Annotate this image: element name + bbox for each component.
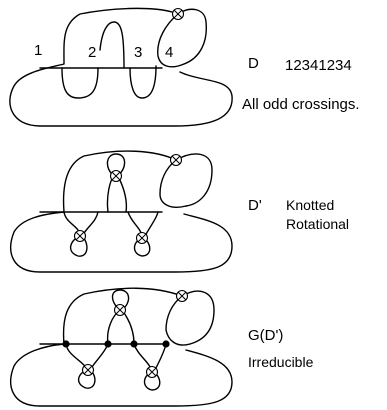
panel-g-virtual-crossing-icon-3 — [81, 363, 95, 377]
panel-d-prime-outer-curve — [10, 150, 233, 273]
panel-g-vertex-dot-4 — [162, 340, 170, 348]
panel-d-note: All odd crossings. — [242, 96, 360, 113]
panel-g-vertex-dot-3 — [130, 340, 138, 348]
panel-d-crossing-number-3: 3 — [134, 44, 142, 61]
panel-g-vertex-dot-1 — [62, 340, 70, 348]
panel-d-prime-line-1: Knotted — [286, 197, 334, 213]
panel-g-label: G(D') — [248, 327, 283, 344]
panel-d-prime-virtual-crossing-icon-1 — [109, 169, 123, 183]
panel-g-outer-curve — [10, 287, 233, 407]
panel-g-virtual-crossing-icon-4 — [145, 365, 159, 379]
panel-d-virtual-crossing-icon — [171, 7, 185, 21]
panel-d-prime-virtual-crossing-icon-3 — [73, 229, 87, 243]
panel-d-lower-loops — [61, 21, 157, 99]
panel-g-upper-loop — [106, 289, 135, 345]
panel-d-gauss-code: 12341234 — [285, 57, 352, 74]
panel-d-crossing-number-2: 2 — [88, 44, 96, 61]
panel-d-prime-lower-loops — [63, 211, 159, 257]
panel-d-prime-virtual-crossing-icon-2 — [169, 153, 183, 167]
panel-d-crossing-number-4: 4 — [165, 44, 173, 61]
panel-d: 1 2 3 4 D 12341234 All odd crossings. — [9, 7, 360, 127]
panel-d-prime-label: D' — [248, 197, 262, 214]
panel-d-prime-upper-loop — [106, 153, 128, 213]
panel-g-virtual-crossing-icon-2 — [175, 289, 189, 303]
panel-g-line-1: Irreducible — [248, 354, 314, 370]
panel-g-virtual-crossing-icon-1 — [113, 303, 127, 317]
panel-d-crossing-number-1: 1 — [34, 42, 42, 59]
panel-d-outer-curve — [9, 7, 233, 127]
panel-d-prime: D' Knotted Rotational — [10, 150, 349, 273]
panel-d-prime-inner-strand — [39, 159, 187, 213]
panel-d-inner-strand — [39, 13, 185, 69]
panel-g-inner-strand — [39, 295, 191, 346]
panel-d-label: D — [248, 55, 259, 72]
panel-g-lower-loops — [65, 343, 167, 391]
panel-g-vertex-dot-2 — [104, 340, 112, 348]
panel-d-prime-virtual-crossing-icon-4 — [135, 231, 149, 245]
panel-g-d-prime: G(D') Irreducible — [10, 287, 314, 407]
panel-d-prime-line-2: Rotational — [286, 216, 349, 232]
